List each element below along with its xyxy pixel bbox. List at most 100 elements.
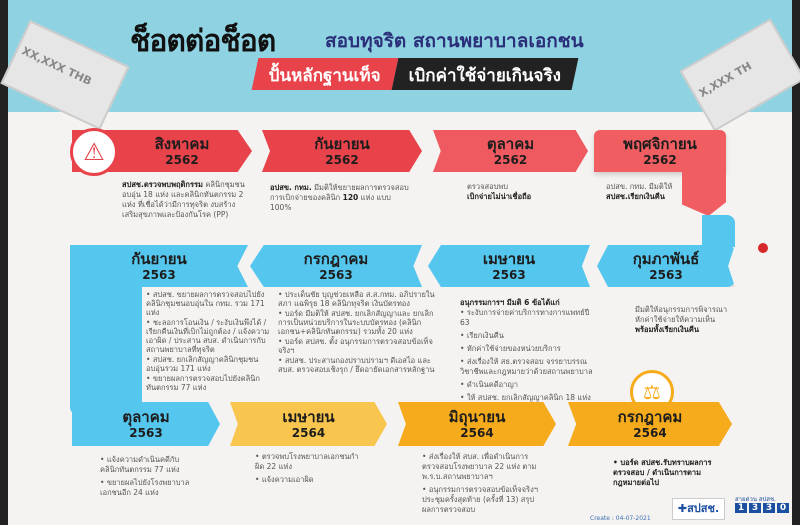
logo-text: สปสช. <box>687 502 720 515</box>
step-month: พฤศจิกายน <box>623 134 697 153</box>
step-month: ตุลาคม <box>486 134 535 153</box>
step-month: สิงหาคม <box>154 134 210 153</box>
step-jul-2564-text: บอร์ด สปสช.รับทราบผลการตรวจสอบ / ดำเนินก… <box>613 458 713 491</box>
step-oct-2562-text: ตรวจสอบพบเบิกจ่ายไม่น่าเชื่อถือ <box>467 182 577 202</box>
step-oct-2563-text: แจ้งความดำเนินคดีกับคลินิกทันตกรรม 77 แห… <box>100 455 195 501</box>
step-aug-2562-text: สปสช.ตรวจพบพฤติกรรม คลินิกชุมชนอบอุ่น 18… <box>122 180 252 220</box>
step-year: 2563 <box>319 267 353 282</box>
text-body: อปสข. กทม. มีมติให้ <box>606 182 673 191</box>
step-feb-connector <box>702 215 735 247</box>
frame-right <box>792 0 800 525</box>
step-sep-2562-text: อปสข. กทม. มีมติให้ขยายผลการตรวจสอบ การเ… <box>270 183 410 213</box>
step-apr-2563-text: อนุกรรมการฯ มีมติ 6 ข้อได้แก่ระงับการจ่า… <box>460 298 600 406</box>
step-month: กันยายน <box>131 249 187 268</box>
step-month: มิถุนายน <box>448 407 506 426</box>
list-item: สปสช. ขยายผลการตรวจสอบไปยังคลินิกชุมชนอบ… <box>146 290 274 317</box>
step-month: กันยายน <box>314 134 370 153</box>
hotline-digit: 3 <box>749 503 761 513</box>
create-date: Create : 04-07-2021 <box>590 515 651 522</box>
list-item: ชะลอการโอนเงิน / ระงับเงินพึงได้ / เรียก… <box>146 318 274 354</box>
list-item: ส่งเรื่องให้ สธ.ตรวจสอบ จรรยาบรรณวิชาชีพ… <box>460 357 600 377</box>
step-year: 2564 <box>633 425 667 440</box>
step-apr-2564-text: ตรวจพบโรงพยาบาลเอกชนกำผิด 22 แห่งแจ้งควา… <box>255 452 360 488</box>
step-year: 2564 <box>291 425 326 440</box>
list-item: ตรวจพบโรงพยาบาลเอกชนกำผิด 22 แห่ง <box>255 452 360 472</box>
list-item: บอร์ด สปสช.รับทราบผลการตรวจสอบ / ดำเนินก… <box>613 458 713 488</box>
list-item: ดำเนินคดีอาญา <box>460 380 600 390</box>
page-title: ช็อตต่อช็อต <box>130 24 276 59</box>
pin-icon <box>758 243 768 253</box>
list-item: ขยายผลไปยังโรงพยาบาลเอกชนอีก 24 แห่ง <box>100 478 195 498</box>
step-year: 2562 <box>165 152 199 167</box>
list-item: แจ้งความดำเนินคดีกับคลินิกทันตกรรม 77 แห… <box>100 455 195 475</box>
hotline-number: 1 3 3 0 <box>735 503 789 513</box>
step-sep-2563-text: สปสช. ขยายผลการตรวจสอบไปยังคลินิกชุมชนอบ… <box>146 290 274 393</box>
step-year: 2564 <box>460 425 494 440</box>
step-year: 2563 <box>142 267 176 282</box>
step-nov-2562-text: อปสข. กทม. มีมติให้สปสช.เรียกเงินคืน <box>606 182 686 202</box>
header-band <box>8 0 792 112</box>
step-jul-2563-text: ประเด็นชัย บุญช่วยเหลือ ส.ส.กทม. อภิปราย… <box>278 290 438 375</box>
step-month: กรกฎาคม <box>303 249 369 268</box>
text-body: มีมติให้ขยายผลการตรวจสอบ การเบิกจ่ายของค… <box>270 183 409 202</box>
list-item: ส่งเรื่องให้ สบส. เพื่อดำเนินการตรวจสอบโ… <box>422 452 542 482</box>
step-month: กรกฎาคม <box>617 407 683 426</box>
text-lead: สปสช.ตรวจพบพฤติกรรม <box>122 180 203 189</box>
tag-fake-evidence-text: ปั้นหลักฐานเท็จ <box>268 66 381 86</box>
list-item: สปสช. ยกเลิกสัญญาคลินิกชุมชนอบอุ่นรวม 17… <box>146 355 274 373</box>
list-item: สปสช. ประสานกองปราบปรามฯ ดีเอสไอ และ สบส… <box>278 356 438 374</box>
hotline-digit: 1 <box>735 503 747 513</box>
step-feb-2563-text: มีมติให้อนุกรรมการพิจารณาหักค่าใช้จ่ายให… <box>635 305 735 335</box>
step-year: 2562 <box>493 152 528 167</box>
step-jun-2564-text: ส่งเรื่องให้ สบส. เพื่อดำเนินการตรวจสอบโ… <box>422 452 542 518</box>
list-item: อนุกรรมการตรวจสอบข้อเท็จจริงฯ ประชุมครั้… <box>422 485 542 515</box>
text-bold: 120 <box>342 193 359 202</box>
text-lead: อปสข. กทม. <box>270 183 312 192</box>
text-body: ตรวจสอบพบ <box>467 182 509 191</box>
text-body: คลินิกชุมชนอบอุ่น 18 แห่ง และคลินิกทันตก… <box>122 180 245 219</box>
tag-overbilling: เบิกค่าใช้จ่ายเกินจริง <box>391 58 579 90</box>
tag-overbilling-text: เบิกค่าใช้จ่ายเกินจริง <box>408 66 561 86</box>
cross-icon: ✚ <box>677 502 688 515</box>
list-item: ระงับการจ่ายค่าบริการทางการแพทย์ปี 63 <box>460 308 600 328</box>
tag-fake-evidence: ปั้นหลักฐานเท็จ <box>251 58 399 90</box>
list-item: เรียกเงินคืน <box>460 331 600 341</box>
list-item: บอร์ด มีมติให้ สปสช. ยกเลิกสัญญาและ ยกเล… <box>278 309 438 336</box>
frame-left <box>0 0 8 525</box>
nhso-logo: ✚สปสช. <box>672 498 725 520</box>
hotline-digit: 3 <box>763 503 775 513</box>
list-item: หักค่าใช้จ่ายของหน่วยบริการ <box>460 344 600 354</box>
step-month: ตุลาคม <box>122 407 170 426</box>
list-item: ให้ สปสช. ยกเลิกสัญญาคลินิก 18 แห่ง <box>460 393 600 403</box>
step-year: 2563 <box>649 267 683 282</box>
step-feb-2563: กุมภาพันธ์2563 <box>597 245 735 287</box>
text-bold: พร้อมทั้งเรียกเงินคืน <box>635 325 700 334</box>
list-item: บอร์ด สปสช. ตั้ง อนุกรรมการตรวจสอบข้อเท็… <box>278 337 438 355</box>
step-year: 2562 <box>325 152 359 167</box>
page-subtitle: สอบทุจริต สถานพยาบาลเอกชน <box>325 30 584 52</box>
list-item: ประเด็นชัย บุญช่วยเหลือ ส.ส.กทม. อภิปราย… <box>278 290 438 308</box>
text-lead: อนุกรรมการฯ มีมติ 6 ข้อได้แก่ <box>460 298 560 307</box>
step-year: 2563 <box>129 425 163 440</box>
text-bold: เบิกจ่ายไม่น่าเชื่อถือ <box>467 192 532 201</box>
list-item: ขยายผลการตรวจสอบไปยังคลินิกทันตกรรม 77 แ… <box>146 374 274 392</box>
list-item: แจ้งความเอาผิด <box>255 475 360 485</box>
text-bold: สปสช.เรียกเงินคืน <box>606 192 665 201</box>
step-nov-connector <box>682 170 726 216</box>
hotline-label: สายด่วน สปสช. <box>735 496 776 503</box>
text-body: แห่ง แบบ 100% <box>270 193 391 212</box>
step-month: เมษายน <box>282 407 335 426</box>
text-body: มีมติให้อนุกรรมการพิจารณาหักค่าใช้จ่ายให… <box>635 305 728 324</box>
step-year: 2562 <box>643 152 677 167</box>
hotline-digit: 0 <box>777 503 789 513</box>
